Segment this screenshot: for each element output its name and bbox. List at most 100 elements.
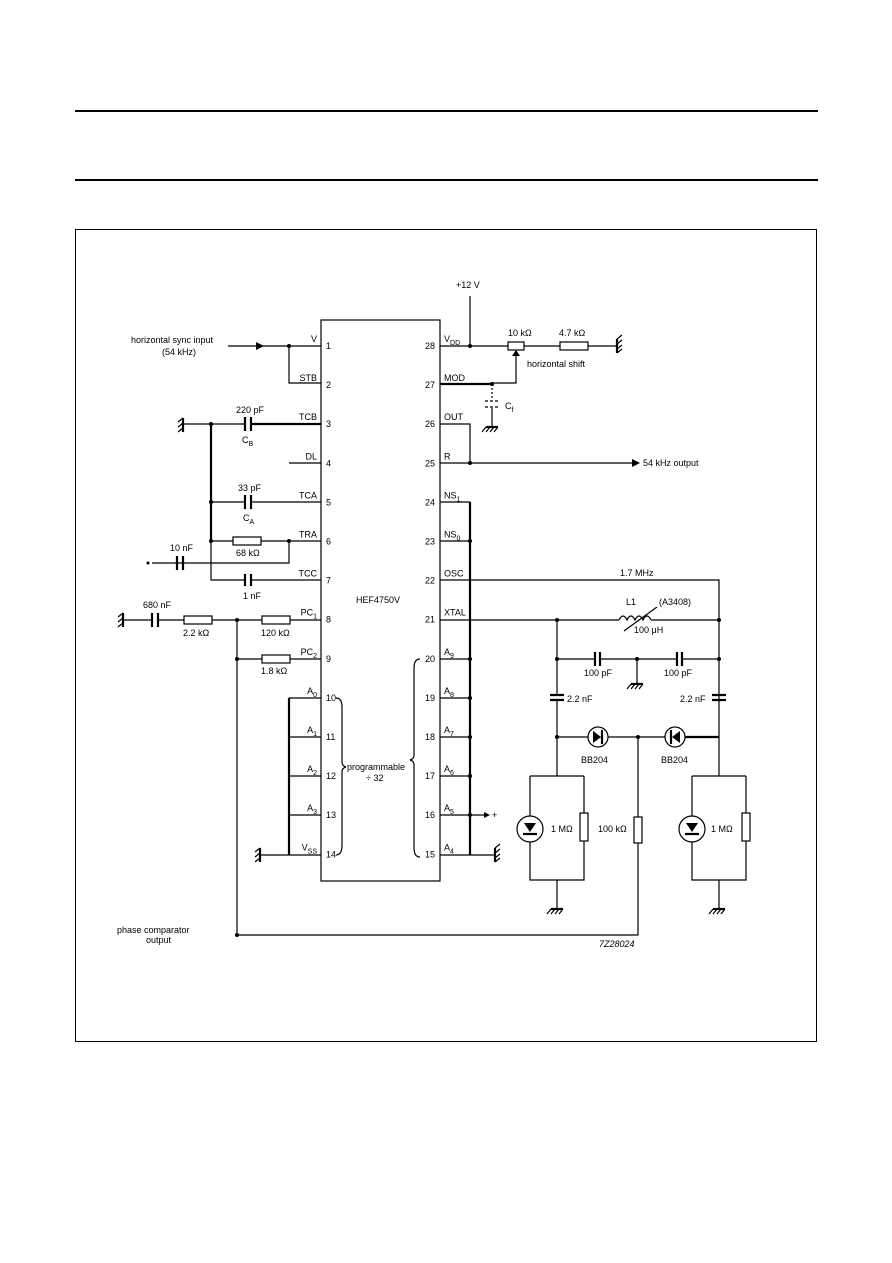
pin-number-10: 10 bbox=[326, 693, 336, 703]
c-2n2-1-label: 2.2 nF bbox=[567, 694, 593, 704]
c-33p-label: 33 pF bbox=[238, 483, 262, 493]
pin-label-2: STB bbox=[299, 373, 317, 383]
pin-number-3: 3 bbox=[326, 419, 331, 429]
ic-body bbox=[320, 319, 441, 882]
pin-number-15: 15 bbox=[425, 849, 435, 859]
pin-number-12: 12 bbox=[326, 771, 336, 781]
pin-label-6: TRA bbox=[299, 530, 317, 540]
r-68k-label: 68 kΩ bbox=[236, 548, 260, 558]
pin-number-6: 6 bbox=[326, 537, 331, 547]
pin-number-24: 24 bbox=[425, 497, 435, 507]
ca-label: CA bbox=[243, 513, 255, 526]
programmable-label: programmable bbox=[347, 762, 405, 772]
resistor-4k7 bbox=[559, 341, 589, 351]
phase-comparator-label: phase comparator bbox=[117, 925, 190, 935]
pin-label-16: A5 bbox=[444, 803, 454, 816]
pin-label-26: OUT bbox=[444, 412, 464, 422]
pin-label-5: TCA bbox=[299, 490, 317, 500]
resistor-120k bbox=[261, 615, 291, 625]
cf-label: Cf bbox=[505, 401, 514, 414]
pin-label-4: DL bbox=[305, 451, 317, 461]
pin-number-8: 8 bbox=[326, 615, 331, 625]
pin-number-1: 1 bbox=[326, 341, 331, 351]
l1-label: L1 bbox=[626, 597, 636, 607]
c-100p-2-label: 100 pF bbox=[664, 668, 693, 678]
pin-label-28: VDD bbox=[444, 334, 460, 347]
pin-number-21: 21 bbox=[425, 615, 435, 625]
pin-label-12: A2 bbox=[307, 764, 317, 777]
cb-label: CB bbox=[242, 435, 254, 448]
ic-right-pins: 28VDD27MOD26OUT25R24NS123NS022OSC21XTAL2… bbox=[425, 334, 466, 859]
c-10n-label: 10 nF bbox=[170, 543, 194, 553]
c-680n-label: 680 nF bbox=[143, 600, 172, 610]
pin-label-1: V bbox=[311, 334, 317, 344]
pin-number-11: 11 bbox=[326, 732, 335, 742]
freq-label: 1.7 MHz bbox=[620, 568, 654, 578]
pin-number-13: 13 bbox=[326, 810, 336, 820]
pin-label-11: A1 bbox=[307, 725, 317, 738]
figure-code: 7Z28024 bbox=[599, 939, 635, 949]
resistor-1k8 bbox=[261, 654, 291, 664]
diode-1-label: BB204 bbox=[581, 755, 608, 765]
pin-number-14: 14 bbox=[326, 849, 336, 859]
l1-part-label: (A3408) bbox=[659, 597, 691, 607]
c-100p-1-label: 100 pF bbox=[584, 668, 613, 678]
phase-output-label: output bbox=[146, 935, 172, 945]
pin-number-9: 9 bbox=[326, 654, 331, 664]
figure-frame bbox=[75, 229, 817, 1042]
pin-label-10: A0 bbox=[307, 686, 317, 699]
pin-number-16: 16 bbox=[425, 810, 435, 820]
resistor-1m-left bbox=[579, 812, 589, 842]
a5-plus-label: + bbox=[492, 810, 497, 820]
l1-value-label: 100 μH bbox=[634, 625, 663, 635]
sync-input-freq-label: (54 kHz) bbox=[162, 347, 196, 357]
pin-label-18: A7 bbox=[444, 725, 454, 738]
r-10k-label: 10 kΩ bbox=[508, 328, 532, 338]
pin-number-4: 4 bbox=[326, 458, 331, 468]
pin-number-23: 23 bbox=[425, 537, 435, 547]
resistor-1m-right bbox=[741, 812, 751, 842]
pin-label-8: PC1 bbox=[301, 608, 318, 621]
pin-label-23: NS0 bbox=[444, 530, 461, 543]
pin-number-28: 28 bbox=[425, 341, 435, 351]
diode-2-label: BB204 bbox=[661, 755, 688, 765]
pin-number-27: 27 bbox=[425, 380, 435, 390]
r-1m-1-label: 1 MΩ bbox=[551, 824, 573, 834]
pin-label-15: A4 bbox=[444, 842, 454, 855]
horizontal-shift-label: horizontal shift bbox=[527, 359, 586, 369]
output-54k-label: 54 kHz output bbox=[643, 458, 699, 468]
pin-number-26: 26 bbox=[425, 419, 435, 429]
pin-label-25: R bbox=[444, 451, 451, 461]
potentiometer-10k bbox=[507, 341, 525, 351]
pin-label-27: MOD bbox=[444, 373, 465, 383]
header-rule-top bbox=[75, 110, 818, 112]
pin-label-19: A8 bbox=[444, 686, 454, 699]
pin-label-22: OSC bbox=[444, 569, 464, 579]
ic-name: HEF4750V bbox=[356, 595, 400, 605]
pin-number-25: 25 bbox=[425, 458, 435, 468]
r-1m-2-label: 1 MΩ bbox=[711, 824, 733, 834]
r-120k-label: 120 kΩ bbox=[261, 628, 290, 638]
pin-number-17: 17 bbox=[425, 771, 435, 781]
pin-label-20: A9 bbox=[444, 647, 454, 660]
pin-label-7: TCC bbox=[299, 569, 318, 579]
pin-number-20: 20 bbox=[425, 654, 435, 664]
pin-number-19: 19 bbox=[425, 693, 435, 703]
r-4k7-label: 4.7 kΩ bbox=[559, 328, 586, 338]
resistor-68k bbox=[232, 536, 262, 546]
c-1n-label: 1 nF bbox=[243, 591, 262, 601]
pin-label-24: NS1 bbox=[444, 490, 461, 503]
c-220p-label: 220 pF bbox=[236, 405, 265, 415]
pin-number-5: 5 bbox=[326, 497, 331, 507]
resistor-100k bbox=[633, 816, 643, 844]
resistor-2k2 bbox=[183, 615, 213, 625]
pin-label-9: PC2 bbox=[301, 647, 318, 660]
pin-label-14: VSS bbox=[302, 842, 318, 855]
r-100k-label: 100 kΩ bbox=[598, 824, 627, 834]
sync-input-label: horizontal sync input bbox=[131, 335, 214, 345]
divide-32-label: ÷ 32 bbox=[366, 773, 383, 783]
pin-number-2: 2 bbox=[326, 380, 331, 390]
r-2k2-label: 2.2 kΩ bbox=[183, 628, 210, 638]
pin-number-22: 22 bbox=[425, 576, 435, 586]
